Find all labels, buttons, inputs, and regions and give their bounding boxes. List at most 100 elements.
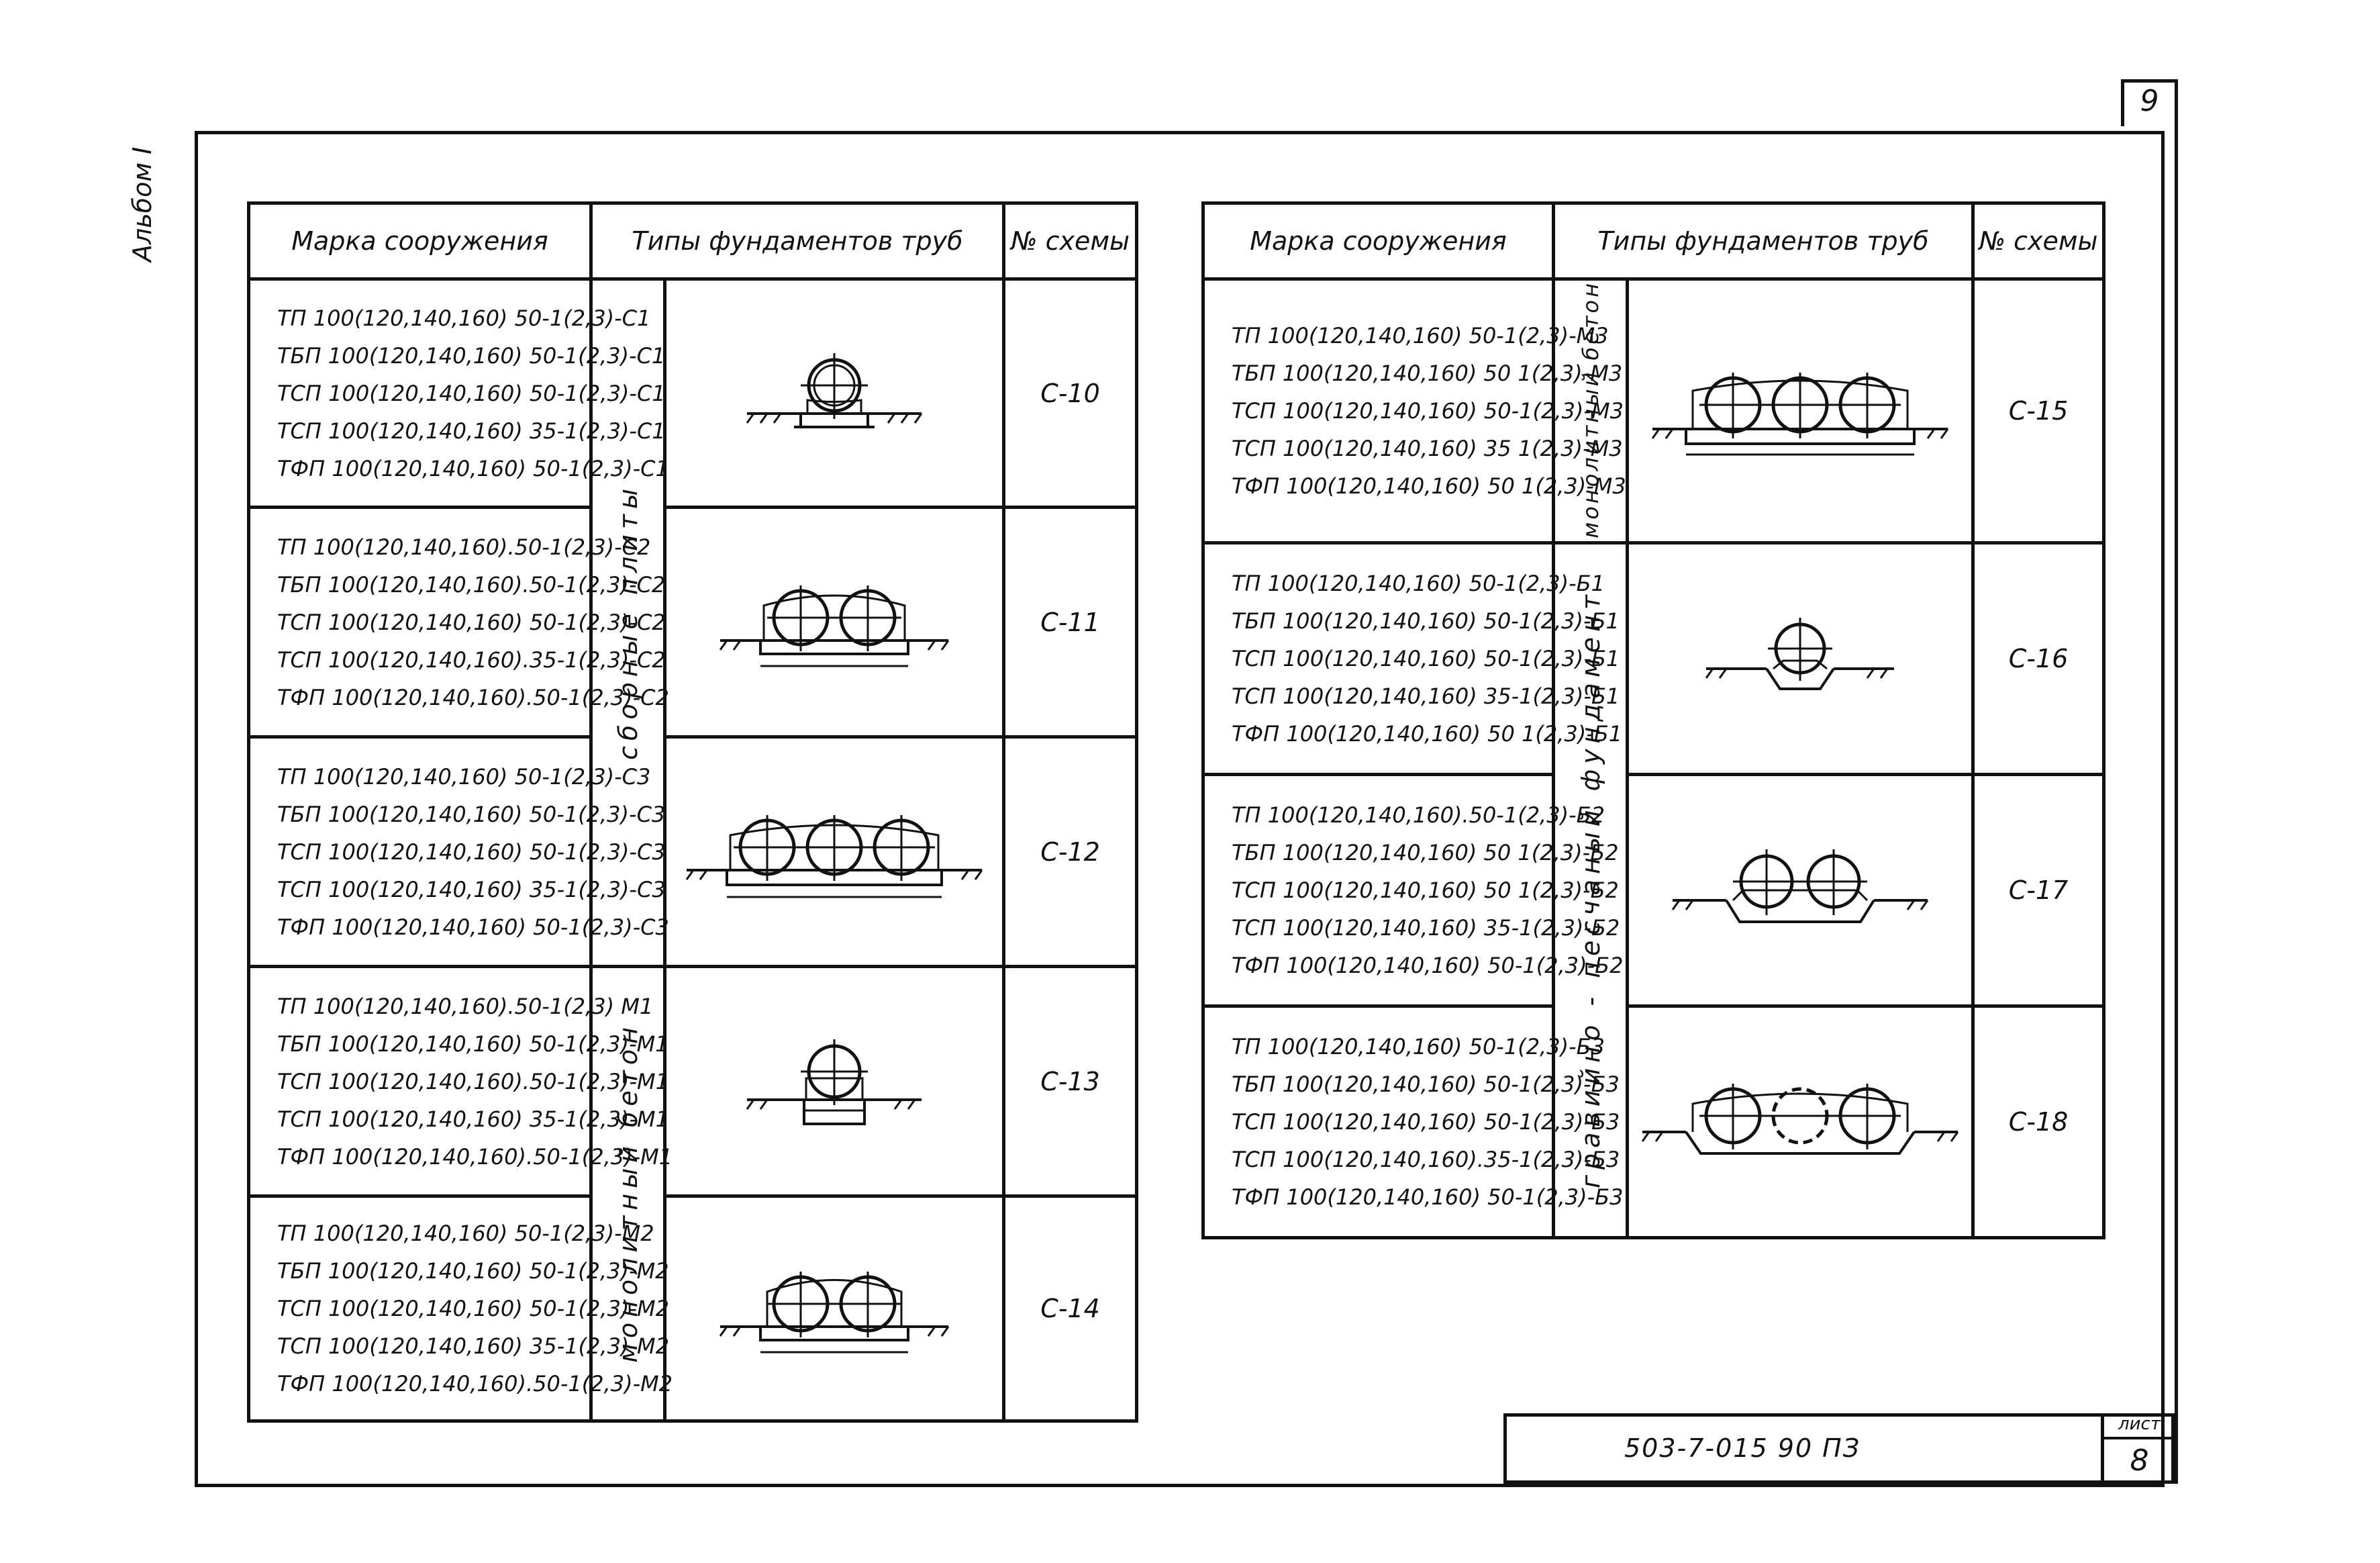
mark-line: ТСП 100(120,140,160) 50-1(2,3)-Б1 [1232, 645, 1620, 671]
stamp-divider [2101, 1413, 2104, 1484]
scheme-drawing [1626, 1004, 1975, 1239]
mark-line: ТФП 100(120,140,160) 50-1(2,3)-С1 [277, 455, 669, 481]
mark-line: ТСП 100(120,140,160).35-1(2,3)-С2 [277, 647, 666, 673]
left-header-row: Марка сооружения Типы фундаментов труб №… [247, 201, 1138, 281]
mark-line: ТСП 100(120,140,160) 35 1(2,3)-М3 [1232, 435, 1623, 461]
group-label: сборные плиты [613, 483, 643, 760]
table-row: ТП 100(120,140,160).50-1(2,3) М1 ТБП 100(… [247, 965, 1138, 1423]
mark-line: ТБП 100(120,140,160) 50 1(2,3)-М3 [1232, 360, 1623, 386]
mark-line: ТП 100(120,140,160).50-1(2,3)-С2 [277, 534, 651, 560]
group-prefab: сборные плиты [589, 277, 666, 968]
group-gravel: гравийно - песчаный фундамент [1552, 540, 1629, 1239]
mark-line: ТП 100(120,140,160) 50-1(2,3)-Б1 [1232, 570, 1605, 596]
mark-line: ТФП 100(120,140,160) 50 1(2,3)-Б1 [1232, 720, 1623, 747]
mark-line: ТСП 100(120,140,160) 50-1(2,3)-С3 [277, 839, 666, 865]
scheme-number: С-10 [1002, 277, 1138, 509]
mark-line: ТСП 100(120,140,160) 35-1(2,3)-М2 [277, 1333, 669, 1359]
group-label: монолитный бетон [613, 1022, 643, 1363]
scheme-number: С-16 [1971, 540, 2105, 776]
mark-line: ТФП 100(120,140,160).50-1(2,3)-С2 [277, 684, 669, 710]
scheme-number: С-11 [1002, 506, 1138, 739]
group-monolith: монолитный бетон [1552, 277, 1629, 544]
marks-cell: ТП 100(120,140,160).50-1(2,3) М1 ТБП 100(… [247, 965, 673, 1198]
mark-line: ТСП 100(120,140,160) 50-1(2,3)-С2 [277, 609, 666, 635]
scheme-number: С-18 [1971, 1004, 2105, 1239]
pipe-drawing-triple-slab [685, 814, 983, 898]
mark-line: ТСП 100(120,140,160) 35-1(2,3)-С3 [277, 876, 666, 902]
pipe-drawing-triple-monolith [1651, 372, 1949, 456]
pipe-drawing-triple-gravel [1641, 1083, 1959, 1155]
pipe-drawing-double-gravel [1671, 849, 1929, 923]
mark-line: ТСП 100(120,140,160) 50-1(2,3)-М2 [277, 1296, 669, 1321]
mark-line: ТБП 100(120,140,160) 50-1(2,3)-С1 [277, 342, 666, 369]
scheme-drawing [663, 277, 1005, 509]
scheme-drawing [1626, 540, 1975, 776]
mark-line: ТП 100(120,140,160).50-1(2,3) М1 [277, 993, 654, 1019]
mark-line: ТСП 100(120,140,160) 50-1(2,3)-Б3 [1232, 1108, 1620, 1135]
mark-line: ТП 100(120,140,160) 50-1(2,3)-Б3 [1232, 1033, 1605, 1059]
pipe-drawing-single-slab [746, 352, 923, 428]
mark-line: ТФП 100(120,140,160).50-1(2,3)-М2 [277, 1371, 673, 1396]
scheme-number: С-13 [1002, 965, 1138, 1198]
scheme-number: С-12 [1002, 735, 1138, 968]
group-label: монолитный бетон [1577, 281, 1603, 538]
mark-line: ТСП 100(120,140,160) 50 1(2,3)-Б2 [1232, 877, 1619, 903]
mark-line: ТСП 100(120,140,160) 50-1(2,3)-С1 [277, 380, 666, 406]
page-number-box [2121, 79, 2178, 126]
mark-line: ТСП 100(120,140,160) 35-1(2,3)-С1 [277, 418, 666, 444]
group-monolith: монолитный бетон [589, 965, 666, 1423]
scheme-drawing [663, 735, 1005, 968]
page-number: 9 [2140, 84, 2159, 118]
mark-line: ТБП 100(120,140,160) 50-1(2,3)-М1 [277, 1031, 669, 1057]
mark-line: ТП 100(120,140,160) 50-1(2,3)-М3 [1232, 322, 1609, 348]
drawing-frame [195, 131, 2165, 1487]
header-foundation: Типы фундаментов труб [1552, 201, 1975, 281]
header-scheme: № схемы [1002, 201, 1138, 281]
right-header-row: Марка сооружения Типы фундаментов труб №… [1201, 201, 2105, 281]
right-table: Марка сооружения Типы фундаментов труб №… [1201, 201, 2105, 1239]
pipe-drawing-double-monolith [719, 1272, 950, 1354]
scheme-number: С-14 [1002, 1194, 1138, 1423]
mark-line: ТБП 100(120,140,160) 50-1(2,3)-М2 [277, 1258, 669, 1284]
frame-right-line [2175, 121, 2178, 1484]
header-mark: Марка сооружения [1201, 201, 1555, 281]
header-scheme: № схемы [1971, 201, 2105, 281]
mark-line: ТП 100(120,140,160) 50-1(2,3)-С1 [277, 305, 651, 331]
sheet-label: лист [2118, 1414, 2161, 1434]
pipe-drawing-single-monolith [746, 1039, 922, 1125]
mark-line: ТСП 100(120,140,160) 35-1(2,3)-Б2 [1232, 914, 1620, 941]
mark-line: ТФП 100(120,140,160) 50-1(2,3)-Б2 [1232, 952, 1624, 978]
scheme-drawing [1626, 277, 1975, 544]
header-foundation: Типы фундаментов труб [589, 201, 1005, 281]
mark-line: ТП 100(120,140,160) 50-1(2,3)-М2 [277, 1221, 654, 1246]
group-label: гравийно - песчаный фундамент [1575, 589, 1605, 1188]
pipe-drawing-double-slab [719, 585, 950, 667]
sheet-number: 8 [2130, 1443, 2149, 1478]
scheme-drawing [1626, 772, 1975, 1008]
mark-line: ТСП 100(120,140,160) 35-1(2,3)-М1 [277, 1106, 669, 1132]
pipe-drawing-single-gravel [1705, 617, 1894, 690]
mark-line: ТБП 100(120,140,160) 50-1(2,3)-Б3 [1232, 1071, 1620, 1097]
stamp-sheet-line [2101, 1437, 2175, 1439]
mark-line: ТФП 100(120,140,160) 50-1(2,3)-С3 [277, 914, 669, 940]
mark-line: ТБП 100(120,140,160).50-1(2,3)-С2 [277, 571, 666, 598]
mark-line: ТСП 100(120,140,160).35-1(2,3)-Б3 [1232, 1146, 1620, 1172]
album-label: Альбом I [128, 146, 157, 262]
mark-line: ТСП 100(120,140,160) 50-1(2,3)-М3 [1232, 397, 1624, 424]
title-block [1503, 1413, 2175, 1484]
mark-line: ТБП 100(120,140,160) 50-1(2,3)-С3 [277, 801, 666, 827]
